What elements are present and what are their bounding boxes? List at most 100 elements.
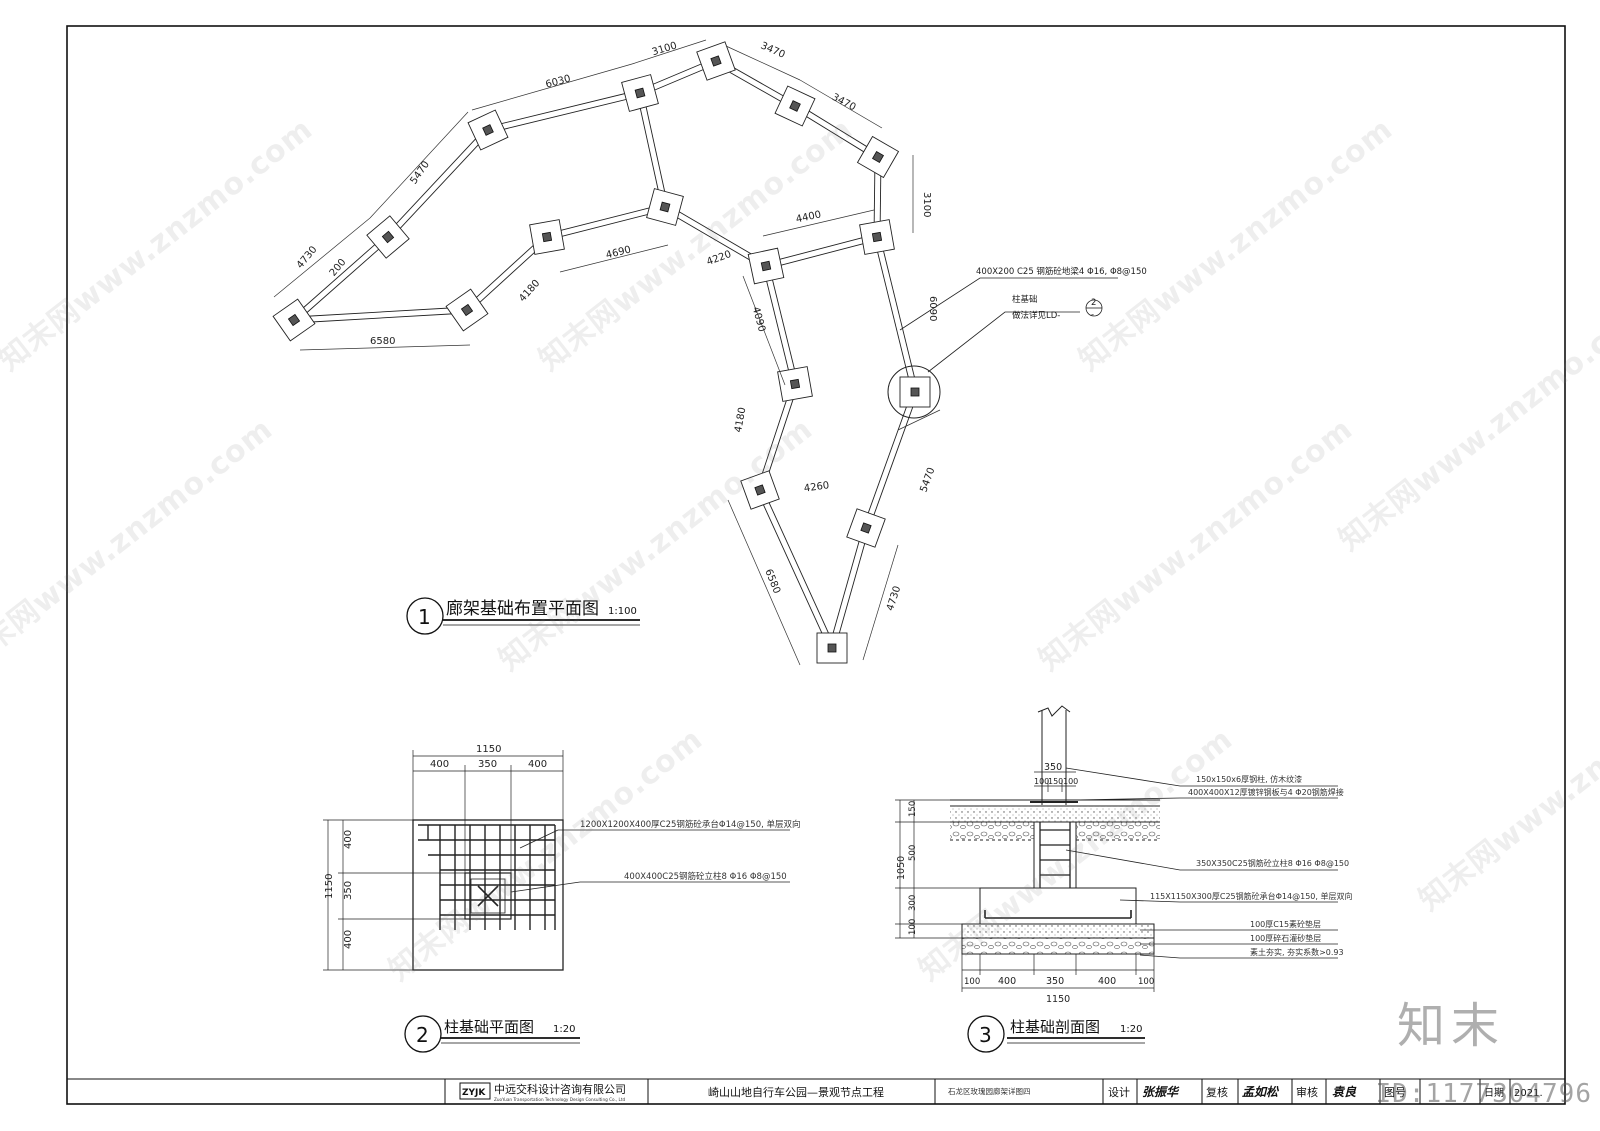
dim-label: 4180 [733,406,748,433]
ground-beam-line [765,233,877,264]
beam-note: 400X200 C25 钢筋砼地梁4 Φ16, Φ8@150 [976,266,1147,277]
sec-left-part: 300 [908,895,918,911]
ground-beam-line [295,238,391,323]
designer-signature: 张振华 [1142,1085,1180,1099]
column-footing [747,247,785,285]
dim-label: 6580 [370,336,395,347]
view1-number: 1 [418,605,431,629]
ground-beam-line [879,236,919,392]
footing-section [895,705,1338,992]
ground-beam-line [766,239,878,270]
sec-left-part: 150 [908,801,918,817]
ground-beam-line [862,390,913,528]
ground-beam-line [756,491,830,650]
ground-beam-line [642,92,669,207]
column-footing [366,215,410,259]
column-footing [467,109,509,151]
ground-beam-line [389,131,491,240]
view2-name: 柱基础平面图 [444,1018,534,1036]
ground-beam-line [291,234,387,319]
sheet-border [66,25,1566,1105]
ground-beam-line [488,95,641,134]
column-footing [777,366,813,402]
view1-title: 1 廊架基础布置平面图 1:100 [406,597,640,635]
company-name: 中远交科设计咨询有限公司 [494,1082,626,1096]
company-logo [459,1082,491,1100]
dim-label: 6580 [762,568,782,596]
ground-beam-line [464,234,546,309]
date-value: 2021. [1514,1088,1543,1099]
plan2-left-part: 400 [343,930,354,949]
dim-label: 3470 [759,40,787,60]
column-footing [529,219,565,255]
project-name: 崎山山地自行车公园—景观节点工程 [708,1085,884,1099]
ground-beam-line [828,527,864,648]
sec-left-total: 1050 [896,856,907,880]
ground-beam-line [294,312,468,324]
dim-label: 4220 [705,249,733,268]
ground-beam-line [762,488,836,647]
sec-top-part: 100 [1063,777,1078,786]
dim-label: 4400 [795,209,822,225]
sec-top-part: 150 [1048,777,1063,786]
ground-beam-line [487,89,640,128]
column-footing [740,470,780,510]
view1-scale: 1:100 [608,606,637,617]
ground-beam-line [663,209,765,269]
view3-name: 柱基础剖面图 [1010,1018,1100,1036]
plan2-left-part: 400 [343,830,354,849]
brand-watermark: 知末 [1396,998,1505,1054]
column-footing [899,376,931,408]
footing-plan [323,750,790,971]
view3-scale: 1:20 [1120,1024,1142,1035]
column-footing [774,85,816,127]
dim-label: 6030 [544,73,571,90]
view2-scale: 1:20 [553,1024,575,1035]
ground-beam-line [547,209,666,241]
ground-beam-line [768,265,799,384]
plan2-top-part: 350 [478,759,497,770]
sec-bottom-part: 100 [1138,977,1154,987]
column-footing [445,288,489,332]
ground-beam-line [873,237,913,393]
sec-bottom-part: 400 [998,976,1016,987]
reviewer-signature: 袁良 [1332,1085,1357,1099]
drawing-name: 石龙区玫瑰园廊架详图四 [948,1086,1031,1096]
plan-note-leader [899,277,1118,373]
column-footings [272,41,931,664]
view3-number: 3 [979,1023,992,1047]
ground-beam-line [834,528,870,649]
view2-number: 2 [416,1023,429,1047]
section-note: 150x150x6厚钢柱, 仿木纹漆 [1196,774,1302,784]
dim-label: 4690 [605,244,632,261]
plan2-top-part: 400 [430,759,449,770]
date-label: 日期 [1484,1087,1504,1099]
section-note: 400X400X12厚镀锌钢板与4 Φ20钢筋焊接 [1188,787,1344,797]
dim-label: 3470 [830,92,858,114]
ground-beam-line [293,306,467,318]
plan2-top-total: 1150 [476,744,501,755]
detail-ring [887,365,941,419]
section-note: 115X1150X300厚C25钢筋砼承台Φ14@150, 单层双向 [1150,891,1352,901]
ground-beam-line [796,103,880,155]
footing-note: 柱基础 [1012,294,1038,305]
sec-top-dim: 350 [1044,762,1062,773]
view3-title: 3 柱基础剖面图 1:20 [967,1015,1145,1053]
column-footing [272,298,316,342]
ground-beam-line [868,392,919,530]
review-label: 审核 [1296,1085,1318,1099]
company-logo-text: ZYJK [462,1088,486,1098]
design-label: 设计 [1108,1086,1130,1099]
dim-label: 4730 [295,244,320,271]
plan-dimension-labels: 3100 3470 3470 6030 5470 3100 4400 4730 … [295,40,938,612]
sec-bottom-part: 350 [1046,976,1064,987]
callout-sheet: - [1091,310,1094,320]
ground-beam-line [793,108,877,160]
column-footing [696,41,736,81]
company-name-en: ZuoYuan Transportation Technology Design… [494,1097,625,1102]
view2-title: 2 柱基础平面图 1:20 [404,1015,580,1053]
id-watermark: ID:1177304796 [1375,1079,1592,1109]
column-note: 400X400C25钢筋砼立柱8 Φ16 Φ8@150 [624,871,787,882]
column-footing [856,135,900,179]
